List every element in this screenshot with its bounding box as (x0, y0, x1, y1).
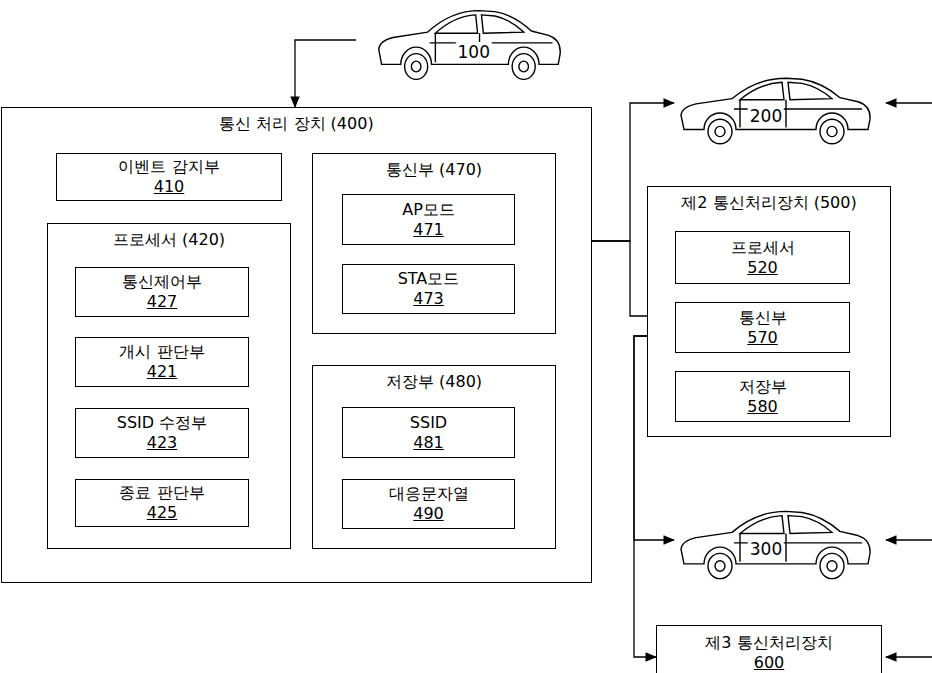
component-box: SSID481 (342, 407, 515, 458)
car-part (739, 100, 740, 128)
component-box: STA모드473 (342, 264, 515, 314)
reference-number: 580 (747, 397, 778, 417)
reference-number: 427 (147, 292, 178, 312)
component-box: 제3 통신처리장치600 (656, 625, 882, 673)
reference-number: 471 (413, 220, 444, 240)
component-name: 통신부 (739, 308, 787, 328)
container-title: 통신부 (470) (313, 160, 555, 180)
external-link (886, 102, 932, 103)
component-box: AP모드471 (342, 194, 515, 245)
car-part (715, 561, 725, 572)
car-part (708, 119, 732, 144)
reference-number: 473 (413, 289, 444, 309)
car-part (379, 11, 561, 65)
component-box: 대응문자열490 (342, 479, 515, 529)
device-container: 통신 처리 장치 (400)이벤트 감지부410프로세서 (420)통신제어부4… (1, 107, 592, 583)
component-name: SSID 수정부 (117, 413, 207, 433)
component-name: STA모드 (398, 269, 460, 289)
reference-number: 410 (154, 177, 185, 197)
connector (295, 40, 356, 107)
callout-number: 100 (456, 42, 492, 62)
component-name: 프로세서 (731, 238, 795, 258)
car-part (512, 54, 535, 80)
component-name: 개시 판단부 (119, 342, 204, 362)
device-container: 통신부 (470) AP모드471STA모드473 (312, 153, 556, 334)
component-box: SSID 수정부423 (75, 408, 249, 458)
car-part (740, 82, 784, 99)
car-part (681, 511, 870, 564)
car-part (481, 15, 523, 33)
component-name: SSID (410, 413, 447, 433)
component-box: 통신부570 (675, 302, 850, 353)
external-link (886, 656, 932, 657)
component-name: AP모드 (402, 200, 455, 220)
reference-number: 600 (754, 653, 785, 673)
car-part (788, 516, 832, 534)
car-part (708, 553, 732, 578)
device-container: 프로세서 (420) 통신제어부427 개시 판단부421SSID 수정부423 종료… (47, 223, 291, 549)
reference-number: 520 (747, 258, 778, 278)
car-part (435, 33, 436, 62)
car-part (740, 516, 784, 534)
component-name: 종료 판단부 (119, 483, 204, 503)
car-part (785, 100, 786, 128)
car-part (827, 561, 837, 572)
car-part (820, 119, 844, 144)
car-part (788, 82, 832, 99)
component-box: 저장부580 (675, 371, 850, 422)
reference-number: 490 (413, 504, 444, 524)
car-part (820, 553, 844, 578)
component-name: 통신제어부 (122, 272, 202, 292)
reference-number: 421 (147, 362, 178, 382)
container-title: 통신 처리 장치 (400) (2, 114, 591, 134)
container-title: 프로세서 (420) (48, 230, 290, 250)
vehicle: 100 (372, 2, 564, 88)
component-box: 프로세서520 (675, 231, 850, 284)
component-name: 저장부 (739, 377, 787, 397)
external-link (886, 539, 932, 540)
component-box: 종료 판단부425 (75, 479, 249, 527)
car-part (681, 78, 870, 129)
device-container: 저장부 (480) SSID481 대응문자열490 (312, 365, 556, 549)
car-part (519, 61, 529, 72)
reference-number: 570 (747, 328, 778, 348)
reference-number: 423 (147, 433, 178, 453)
component-box: 이벤트 감지부410 (56, 153, 282, 201)
car-part (405, 54, 428, 80)
car-part (785, 533, 786, 561)
vehicle: 300 (674, 503, 874, 587)
component-name: 제3 통신처리장치 (705, 633, 832, 653)
car-part (411, 61, 421, 72)
container-title: 제2 통신처리장치 (500) (648, 193, 890, 213)
reference-number: 425 (147, 503, 178, 523)
component-name: 이벤트 감지부 (118, 157, 219, 177)
container-title: 저장부 (480) (313, 372, 555, 392)
vehicle: 200 (674, 70, 874, 152)
car-part (827, 126, 837, 136)
car-part (715, 126, 725, 136)
callout-number: 200 (748, 106, 784, 126)
car-part (739, 533, 740, 561)
component-box: 통신제어부427 (75, 267, 249, 317)
reference-number: 481 (413, 433, 444, 453)
car-part (435, 15, 477, 33)
component-name: 대응문자열 (389, 484, 469, 504)
callout-number: 300 (748, 539, 784, 559)
component-box: 개시 판단부421 (75, 337, 249, 387)
device-container: 제2 통신처리장치 (500) 프로세서520 통신부570 저장부580 (647, 186, 891, 437)
